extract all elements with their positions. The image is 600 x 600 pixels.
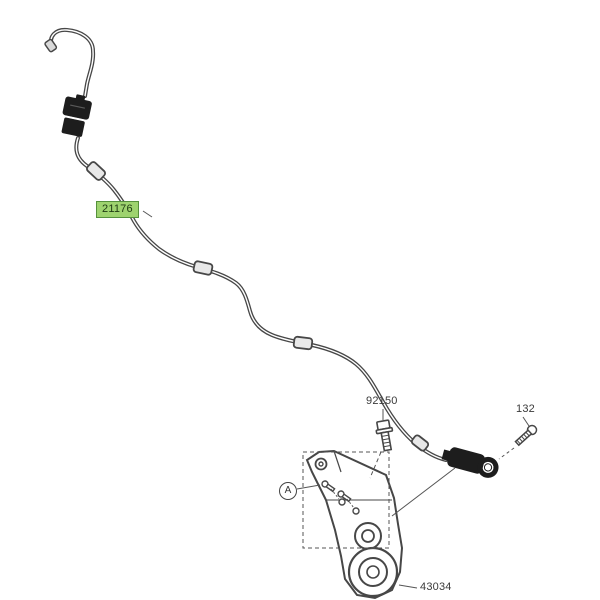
part-label-cable[interactable]: 21176 (96, 201, 139, 218)
screw-leader-line (522, 416, 530, 427)
small-screws (321, 480, 355, 509)
cable-grommet-icon (86, 161, 106, 181)
screw-dashed-line (498, 447, 515, 460)
cable-grommet-icon (292, 335, 314, 351)
screw-132-icon (514, 424, 538, 447)
bracket-leader-line (398, 584, 418, 589)
sensor-leader-line (391, 467, 456, 517)
sensor-cable (44, 27, 448, 462)
part-label-bolt[interactable]: 92150 (366, 395, 398, 407)
cable-grommet-icon (410, 434, 430, 452)
sensor-bracket (305, 449, 404, 600)
speed-sensor (441, 447, 499, 478)
bolt-dashed-line (369, 451, 382, 479)
bolt-92150-icon (375, 419, 394, 452)
marker-leader-line (296, 484, 321, 490)
cable-grommets (86, 161, 430, 452)
part-label-screw[interactable]: 132 (516, 403, 535, 415)
cable-label-leader (142, 210, 153, 218)
assembly-marker-a: A (279, 482, 297, 500)
assembly-dashed-box (302, 451, 390, 549)
part-label-bracket[interactable]: 43034 (420, 581, 452, 593)
cable-end-fitting (44, 38, 58, 53)
cable-connector (61, 94, 92, 137)
cable-grommet-icon (192, 260, 214, 276)
